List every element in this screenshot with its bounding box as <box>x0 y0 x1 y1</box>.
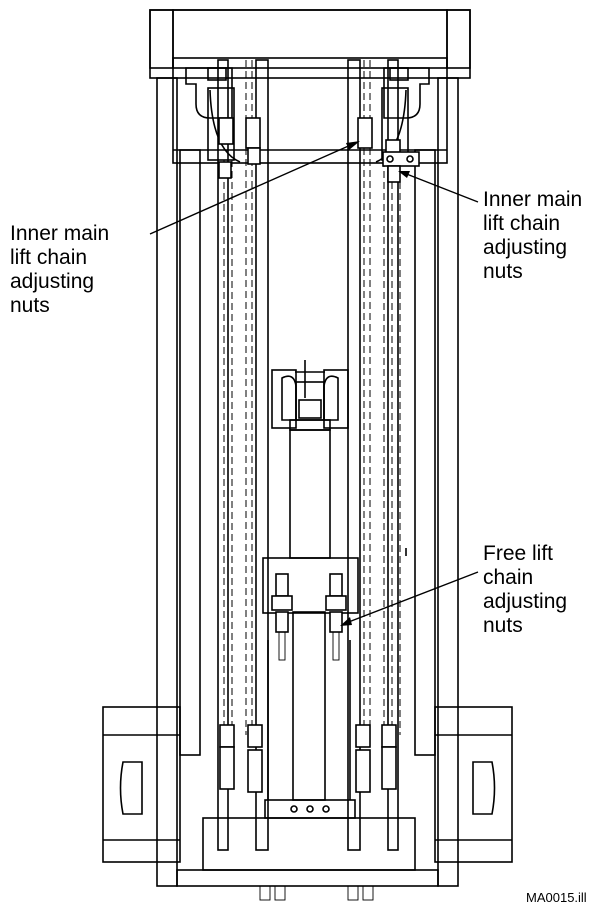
label-inner-main-lift-chain-right: Inner main lift chain adjusting nuts <box>483 188 583 283</box>
left-carriage-block <box>102 706 181 863</box>
upper-adjusting-nuts <box>218 117 420 183</box>
top-crosshead <box>149 9 471 164</box>
leader-free-lift <box>345 571 479 624</box>
inner-mast-rails <box>217 59 399 851</box>
right-sheave-bracket <box>375 67 430 163</box>
lift-chains <box>223 60 401 735</box>
label-free-lift-chain: Free lift chain adjusting nuts <box>483 542 568 637</box>
arrowhead-inner-main-right <box>398 171 410 178</box>
leader-inner-main-right <box>403 172 479 203</box>
leader-inner-main-left <box>149 143 354 235</box>
left-sheave-bracket <box>185 67 241 163</box>
figure-id: MA0015.ill <box>526 890 587 905</box>
outer-mast-rails <box>156 77 459 887</box>
label-inner-main-lift-chain-left: Inner main lift chain adjusting nuts <box>10 222 110 317</box>
free-lift-crosshead <box>262 548 407 800</box>
arrowhead-inner-main-left <box>346 141 360 150</box>
arrowhead-free-lift <box>340 617 352 626</box>
leader-lines <box>149 141 479 626</box>
mast-base <box>176 799 439 901</box>
lower-adjusting-nuts <box>219 724 397 793</box>
right-carriage-block <box>434 706 513 863</box>
